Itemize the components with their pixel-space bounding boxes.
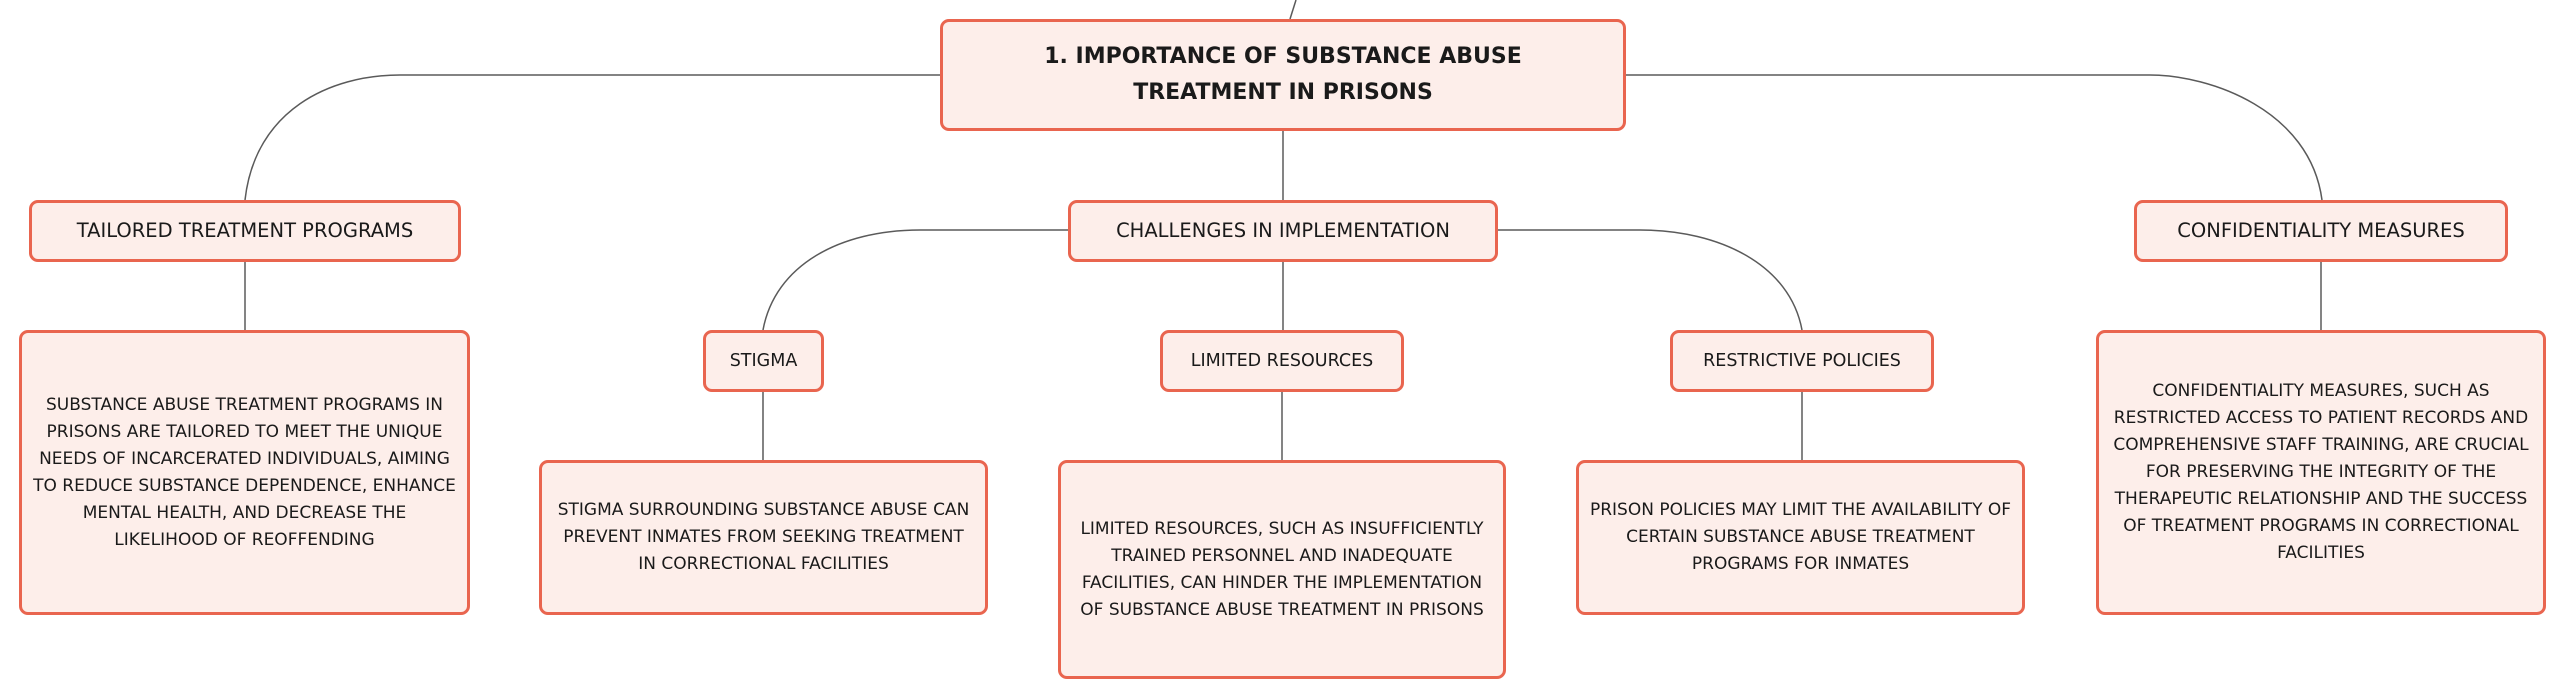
topic-challenges-in-implementation[interactable]: CHALLENGES IN IMPLEMENTATION — [1068, 200, 1498, 262]
detail-text: PRISON POLICIES MAY LIMIT THE AVAILABILI… — [1589, 500, 2012, 574]
topic-label: TAILORED TREATMENT PROGRAMS — [76, 219, 414, 242]
root-topic-node[interactable]: 1. IMPORTANCE OF SUBSTANCE ABUSE TREATME… — [940, 19, 1626, 131]
topic-confidentiality-measures[interactable]: CONFIDENTIALITY MEASURES — [2134, 200, 2508, 262]
detail-limited-resources[interactable]: LIMITED RESOURCES, SUCH AS INSUFFICIENTL… — [1058, 460, 1506, 679]
detail-confidentiality-measures[interactable]: CONFIDENTIALITY MEASURES, SUCH AS RESTRI… — [2096, 330, 2546, 615]
subtopic-label: STIGMA — [729, 351, 798, 371]
subtopic-stigma[interactable]: STIGMA — [703, 330, 824, 392]
detail-text: STIGMA SURROUNDING SUBSTANCE ABUSE CAN P… — [557, 500, 970, 574]
detail-text: CONFIDENTIALITY MEASURES, SUCH AS RESTRI… — [2113, 381, 2529, 563]
detail-restrictive-policies[interactable]: PRISON POLICIES MAY LIMIT THE AVAILABILI… — [1576, 460, 2025, 615]
subtopic-restrictive-policies[interactable]: RESTRICTIVE POLICIES — [1670, 330, 1934, 392]
topic-label: CONFIDENTIALITY MEASURES — [2177, 219, 2465, 242]
topic-label: CHALLENGES IN IMPLEMENTATION — [1116, 219, 1450, 242]
topic-tailored-treatment-programs[interactable]: TAILORED TREATMENT PROGRAMS — [29, 200, 461, 262]
subtopic-label: RESTRICTIVE POLICIES — [1703, 351, 1901, 371]
connector-challenges-to-stigma — [762, 229, 1068, 331]
root-topic-label: 1. IMPORTANCE OF SUBSTANCE ABUSE TREATME… — [1044, 44, 1522, 105]
subtopic-limited-resources[interactable]: LIMITED RESOURCES — [1160, 330, 1404, 392]
connector-challenges-to-policies — [1498, 229, 1803, 331]
detail-stigma[interactable]: STIGMA SURROUNDING SUBSTANCE ABUSE CAN P… — [539, 460, 988, 615]
connector-root-to-confidentiality — [1626, 74, 2323, 201]
connector-root-to-parent — [1289, 0, 1297, 20]
connector-root-to-tailored — [244, 74, 940, 201]
detail-text: LIMITED RESOURCES, SUCH AS INSUFFICIENTL… — [1080, 518, 1484, 620]
detail-tailored-treatment-programs[interactable]: SUBSTANCE ABUSE TREATMENT PROGRAMS IN PR… — [19, 330, 470, 615]
subtopic-label: LIMITED RESOURCES — [1190, 351, 1374, 371]
detail-text: SUBSTANCE ABUSE TREATMENT PROGRAMS IN PR… — [33, 394, 456, 550]
